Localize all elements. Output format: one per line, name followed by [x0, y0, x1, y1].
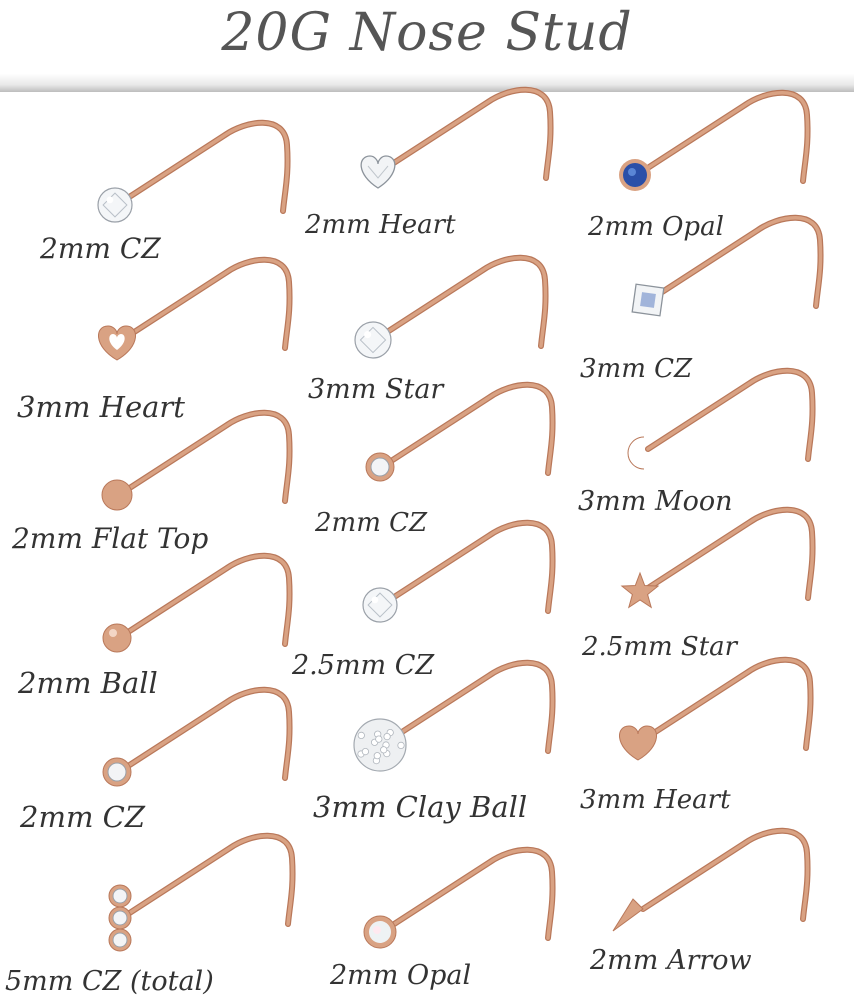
bezel-cz-icon [102, 757, 132, 787]
arrow-spike-icon [612, 898, 644, 932]
screw-post-highlight [384, 88, 553, 180]
product-label: 2mm Opal [330, 960, 472, 991]
screw-post-highlight [126, 834, 295, 926]
star-icon [620, 571, 660, 609]
screw-post [640, 827, 811, 922]
product-label: 3mm Moon [578, 486, 733, 517]
title-banner [0, 0, 854, 92]
cz-round-icon [97, 187, 133, 223]
screw-post-highlight [386, 383, 555, 475]
screw-post-highlight [123, 688, 292, 780]
screw-post-highlight [379, 256, 548, 348]
flat-top-icon [101, 479, 133, 511]
triple-cz-icon [108, 884, 132, 952]
page-title: 20G Nose Stud [221, 3, 633, 63]
product-label: 3mm CZ [580, 354, 693, 384]
cz-star-icon [354, 321, 392, 359]
product-label: 2mm Arrow [590, 945, 752, 976]
cz-heart-icon [360, 155, 396, 189]
product-label: 2mm Ball [18, 666, 158, 700]
product-label: 3mm Heart [17, 390, 185, 424]
solid-heart-icon [619, 725, 657, 761]
screw-post-highlight [646, 508, 815, 600]
screw-post-highlight [386, 661, 555, 753]
product-label: 2mm Flat Top [12, 522, 209, 555]
screw-post-highlight [123, 258, 292, 350]
screw-post-highlight [386, 848, 555, 940]
ball-icon [102, 623, 132, 653]
screw-post-highlight [123, 554, 292, 646]
screw-post-highlight [641, 829, 810, 921]
crystal-ball-icon [353, 718, 407, 772]
blue-opal-icon [619, 159, 651, 191]
cz-square-icon [631, 283, 665, 317]
product-label: 3mm Star [308, 374, 444, 405]
product-label: 2.5mm Star [582, 632, 738, 662]
screw-post-highlight [644, 658, 813, 750]
screw-post-highlight [386, 521, 555, 613]
white-opal-icon [363, 915, 397, 949]
product-label: 2.5mm CZ [292, 650, 435, 681]
product-label: 2mm CZ [315, 508, 428, 538]
screw-post-highlight [123, 411, 292, 503]
product-label: 2mm Opal [588, 212, 724, 242]
cz-round-icon [362, 587, 398, 623]
screw-post-highlight [654, 216, 823, 308]
product-label: 3mm Heart [580, 785, 731, 815]
moon-icon [627, 436, 645, 470]
product-label: 2mm CZ [20, 800, 146, 834]
open-heart-icon [98, 325, 136, 361]
bezel-cz-icon [365, 452, 395, 482]
product-label: 2mm CZ [40, 232, 161, 265]
product-label: 2mm Heart [305, 210, 456, 240]
product-label: 5mm CZ (total) [5, 966, 214, 997]
screw-post-highlight [121, 121, 290, 213]
screw-post-highlight [641, 91, 810, 183]
product-label: 3mm Clay Ball [313, 790, 528, 824]
screw-post-highlight [646, 369, 815, 461]
